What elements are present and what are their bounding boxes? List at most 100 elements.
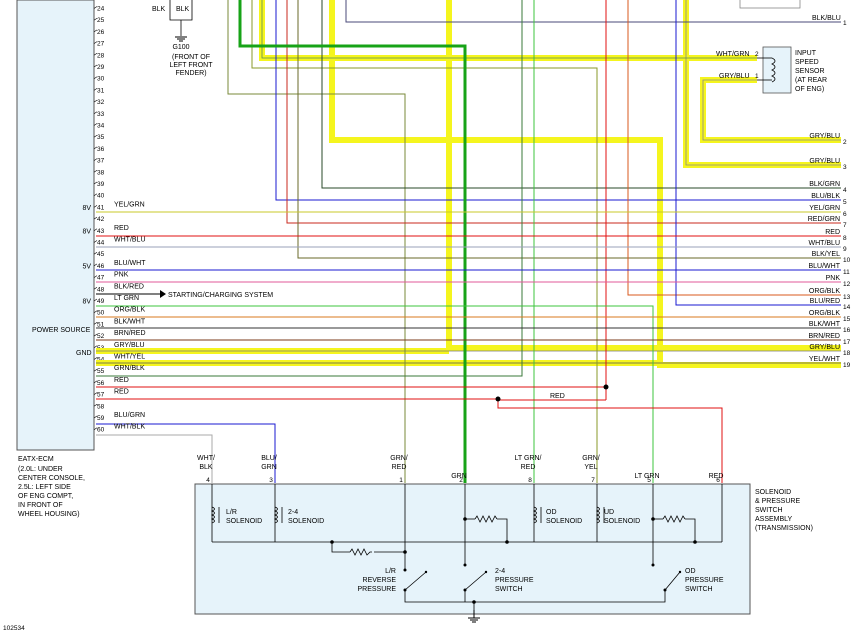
left-wire-label: YEL/GRN	[114, 201, 145, 208]
ecm-pin-stub	[93, 228, 98, 232]
right-connector-pin: 5	[843, 199, 847, 206]
ecm-pin-number: 24	[97, 6, 105, 13]
left-wire-label: WHT/BLK	[114, 424, 145, 431]
ecm-pin-stub	[93, 17, 98, 21]
left-wire-label: BLU/WHT	[114, 260, 146, 267]
starting-charging-label: STARTING/CHARGING SYSTEM	[168, 292, 273, 299]
svg-text:2-4: 2-4	[288, 509, 298, 516]
resistor-icon	[474, 515, 498, 523]
svg-text:WHT/GRN: WHT/GRN	[716, 51, 749, 58]
right-connector-pin: 12	[843, 281, 851, 288]
right-wire-label: RED/GRN	[808, 216, 840, 223]
solenoid-pin-number: 2	[459, 477, 463, 484]
ecm-pin-number: 46	[97, 263, 105, 270]
top-right-wire-pin: 1	[843, 20, 847, 27]
left-wire-label: BLK/RED	[114, 283, 144, 290]
right-wire-label: BLU/BLK	[811, 193, 840, 200]
right-wire-label: YEL/GRN	[809, 205, 840, 212]
right-wire-label: GRY/BLU	[809, 133, 840, 140]
ecm-pin-number: 40	[97, 193, 105, 200]
voltage-label: 5V	[82, 263, 91, 270]
ecm-pin-number: 51	[97, 321, 105, 328]
svg-text:SOLENOID: SOLENOID	[288, 518, 324, 525]
left-wire-label: WHT/BLU	[114, 237, 146, 244]
ecm-pin-stub	[93, 6, 98, 9]
svg-text:L/R: L/R	[226, 509, 237, 516]
ecm-pin-number: 56	[97, 380, 105, 387]
svg-text:& PRESSURE: & PRESSURE	[755, 498, 800, 505]
ecm-pin-number: 34	[97, 123, 105, 130]
ecm-pin-number: 45	[97, 251, 105, 258]
g100-desc: FENDER)	[175, 70, 206, 77]
svg-text:(AT REAR: (AT REAR	[795, 77, 827, 84]
ecm-pin-stub	[93, 64, 98, 68]
ecm-pin-stub	[93, 240, 98, 243]
ecm-name: EATX-ECM (2.0L: UNDER CENTER CONSOLE, 2.…	[18, 456, 85, 518]
svg-text:INPUT: INPUT	[795, 50, 817, 57]
ecm-pin-number: 59	[97, 415, 105, 422]
left-wire-label: GRN/BLK	[114, 365, 145, 372]
svg-text:SOLENOID: SOLENOID	[546, 518, 582, 525]
ecm-pin-number: 39	[97, 181, 105, 188]
solenoid-pin-wire-label: WHT/	[197, 455, 215, 462]
svg-text:1: 1	[755, 73, 759, 80]
svg-text:GRY/BLU: GRY/BLU	[719, 73, 750, 80]
left-wire-label: LT GRN	[114, 295, 139, 302]
ecm-pin-stub	[93, 146, 98, 150]
solenoid-pin-number: 5	[647, 477, 651, 484]
g100-desc: (FRONT OF	[172, 54, 210, 61]
solenoid-pin-wire-label: RED	[709, 473, 724, 480]
power-source-label: POWER SOURCE	[32, 327, 91, 334]
ecm-pin-stub	[93, 333, 98, 337]
svg-text:OD: OD	[546, 509, 557, 516]
ecm-name-line: CENTER CONSOLE,	[18, 475, 85, 482]
ecm-name-line: OF ENG COMPT,	[18, 493, 73, 500]
g100-name: G100	[172, 44, 189, 51]
ecm-pin-stub	[93, 380, 98, 384]
ecm-name-line: IN FRONT OF	[18, 502, 63, 509]
ecm-pin-stub	[93, 76, 98, 79]
ecm-pin-number: 28	[97, 52, 105, 59]
ecm-pin-stub	[93, 134, 98, 138]
svg-text:UD: UD	[604, 509, 614, 516]
top-right-wire-label: BLK/BLU	[812, 15, 841, 22]
right-wire-label: BRN/RED	[808, 333, 840, 340]
ecm-pin-number: 35	[97, 134, 105, 141]
ecm-name-line: EATX-ECM	[18, 456, 54, 463]
ecm-pin-stub	[93, 357, 98, 360]
ecm-pin-stub	[93, 205, 98, 208]
ecm-pin-stub	[93, 287, 98, 290]
svg-text:2: 2	[755, 51, 759, 58]
right-connector-pin: 16	[843, 327, 851, 334]
ecm-box	[16, 0, 95, 451]
svg-text:SOLENOID: SOLENOID	[755, 489, 791, 496]
left-wire-label: PNK	[114, 272, 129, 279]
right-connector-pin: 6	[843, 211, 847, 218]
ecm-pin-stub	[93, 415, 98, 419]
ecm-pin-stub	[93, 345, 98, 349]
right-connector-pin: 15	[843, 316, 851, 323]
ecm-pin-stub	[93, 392, 98, 395]
right-connector-pin: 3	[843, 164, 847, 171]
ecm-pin-number: 26	[97, 29, 105, 36]
solenoid-pin-wire-label: BLK	[199, 464, 213, 471]
left-wire-label: BLK/WHT	[114, 318, 146, 325]
input-speed-sensor: 2 1 WHT/GRN GRY/BLU INPUT SPEED SENSOR (…	[716, 46, 827, 94]
ecm-pin-number: 32	[97, 99, 105, 106]
solenoid-pin-wire-label: GRN	[261, 464, 277, 471]
right-wire-label: ORG/BLK	[809, 310, 840, 317]
coil-icon	[273, 506, 278, 524]
switch-icon	[404, 571, 427, 591]
ecm-pin-stub	[93, 322, 98, 325]
svg-text:OD: OD	[685, 568, 696, 575]
ecm-pin-stub	[93, 251, 98, 255]
right-connector-pin: 17	[843, 339, 851, 346]
ecm-name-line: 2.5L: LEFT SIDE	[18, 484, 71, 491]
ecm-pin-number: 43	[97, 228, 105, 235]
right-wire-label: GRY/BLU	[809, 158, 840, 165]
solenoid-pin-wire-label: GRN/	[390, 455, 408, 462]
svg-text:SWITCH: SWITCH	[495, 586, 523, 593]
solenoid-pin-number: 4	[206, 477, 210, 484]
right-connector-pin: 13	[843, 294, 851, 301]
